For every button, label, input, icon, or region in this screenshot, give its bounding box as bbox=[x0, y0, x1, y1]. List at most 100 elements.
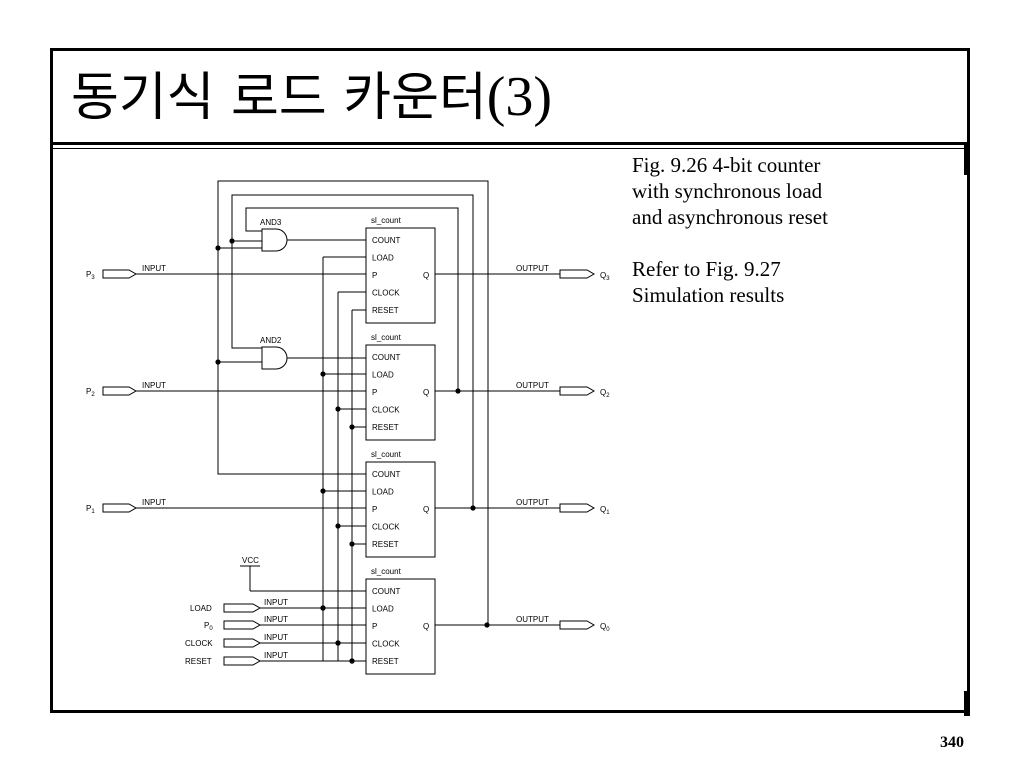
pin-label: CLOCK bbox=[372, 523, 400, 532]
gate-label: AND3 bbox=[260, 218, 282, 227]
counter-title: sl_count bbox=[371, 567, 402, 576]
pin-label: COUNT bbox=[372, 587, 401, 596]
and3-gate bbox=[261, 228, 288, 252]
junction-dot bbox=[335, 640, 341, 646]
junction-dot bbox=[320, 371, 326, 377]
output-name: Q0 bbox=[600, 622, 610, 633]
caption-line: Fig. 9.26 4-bit counter bbox=[632, 153, 821, 177]
input-pin bbox=[102, 386, 138, 396]
junction-dot bbox=[470, 505, 476, 511]
output-label: OUTPUT bbox=[516, 615, 549, 624]
junction-dot bbox=[215, 245, 221, 251]
output-label: OUTPUT bbox=[516, 498, 549, 507]
pin-label: Q bbox=[423, 271, 429, 280]
input-label: INPUT bbox=[264, 598, 288, 607]
counter-block bbox=[365, 461, 436, 558]
output-pin bbox=[559, 503, 596, 513]
input-label: INPUT bbox=[264, 651, 288, 660]
input-pin bbox=[223, 620, 262, 630]
junction-dot bbox=[215, 359, 221, 365]
pin-label: P bbox=[372, 505, 377, 514]
slide-frame: 동기식 로드 카운터(3) bbox=[50, 48, 970, 716]
pin-label: COUNT bbox=[372, 236, 401, 245]
figure-caption: Fig. 9.26 4-bit counter with synchronous… bbox=[632, 152, 922, 308]
pin-label: CLOCK bbox=[372, 289, 400, 298]
pin-label: RESET bbox=[372, 657, 399, 666]
counter-block bbox=[365, 578, 436, 675]
pin-label: LOAD bbox=[372, 254, 394, 263]
pin-label: RESET bbox=[372, 540, 399, 549]
junction-dot bbox=[349, 424, 355, 430]
refer-line: Refer to Fig. 9.27 bbox=[632, 257, 781, 281]
output-name: Q2 bbox=[600, 388, 610, 399]
pin-label: COUNT bbox=[372, 353, 401, 362]
input-name: P3 bbox=[86, 270, 95, 281]
pin-label: Q bbox=[423, 622, 429, 631]
pin-label: CLOCK bbox=[372, 640, 400, 649]
slide-title: 동기식 로드 카운터(3) bbox=[71, 65, 552, 130]
pin-label: LOAD bbox=[372, 488, 394, 497]
pin-label: P bbox=[372, 271, 377, 280]
input-name: P2 bbox=[86, 387, 95, 398]
junction-dot bbox=[320, 488, 326, 494]
input-pin bbox=[223, 638, 262, 648]
junction-dot bbox=[349, 658, 355, 664]
junction-dot bbox=[484, 622, 490, 628]
and2-gate bbox=[261, 346, 288, 370]
input-label: INPUT bbox=[264, 615, 288, 624]
output-pin bbox=[559, 620, 596, 630]
wire bbox=[245, 207, 459, 391]
pin-label: LOAD bbox=[372, 371, 394, 380]
junction-dot bbox=[455, 388, 461, 394]
output-pin bbox=[559, 386, 596, 396]
output-name: Q3 bbox=[600, 271, 610, 282]
wire bbox=[231, 194, 474, 508]
page-number: 340 bbox=[940, 734, 964, 751]
counter-title: sl_count bbox=[371, 333, 402, 342]
caption-line: with synchronous load bbox=[632, 179, 823, 203]
control-name: CLOCK bbox=[185, 639, 213, 648]
control-name: P0 bbox=[204, 621, 213, 632]
input-pin bbox=[223, 603, 262, 613]
slide-title-korean: 동기식 로드 카운터 bbox=[71, 68, 487, 128]
wire bbox=[217, 180, 489, 625]
refer-line: Simulation results bbox=[632, 283, 785, 307]
gate-label: AND2 bbox=[260, 336, 282, 345]
input-label: INPUT bbox=[142, 264, 166, 273]
title-rule bbox=[53, 148, 967, 149]
pin-label: RESET bbox=[372, 306, 399, 315]
pin-label: RESET bbox=[372, 423, 399, 432]
input-label: INPUT bbox=[142, 381, 166, 390]
title-bar: 동기식 로드 카운터(3) bbox=[53, 51, 967, 145]
counter-title: sl_count bbox=[371, 216, 402, 225]
pin-label: COUNT bbox=[372, 470, 401, 479]
input-pin bbox=[102, 269, 138, 279]
pin-label: P bbox=[372, 622, 377, 631]
junction-dot bbox=[335, 406, 341, 412]
wires bbox=[136, 180, 560, 662]
output-pin bbox=[559, 269, 596, 279]
junction-dot bbox=[335, 523, 341, 529]
input-name: P1 bbox=[86, 504, 95, 515]
input-pin bbox=[223, 656, 262, 666]
input-label: INPUT bbox=[142, 498, 166, 507]
edge-mark-bottom bbox=[964, 691, 970, 716]
pin-label: Q bbox=[423, 388, 429, 397]
output-label: OUTPUT bbox=[516, 381, 549, 390]
vcc-label: VCC bbox=[242, 556, 259, 565]
junction-dot bbox=[320, 605, 326, 611]
output-name: Q1 bbox=[600, 505, 610, 516]
caption-line: and asynchronous reset bbox=[632, 205, 828, 229]
output-label: OUTPUT bbox=[516, 264, 549, 273]
pin-label: P bbox=[372, 388, 377, 397]
counter-block bbox=[365, 227, 436, 324]
junction-dot bbox=[229, 238, 235, 244]
input-label: INPUT bbox=[264, 633, 288, 642]
pin-label: Q bbox=[423, 505, 429, 514]
pin-label: CLOCK bbox=[372, 406, 400, 415]
slide-title-suffix: (3) bbox=[486, 66, 553, 128]
edge-mark-top bbox=[964, 145, 970, 175]
pin-label: LOAD bbox=[372, 605, 394, 614]
